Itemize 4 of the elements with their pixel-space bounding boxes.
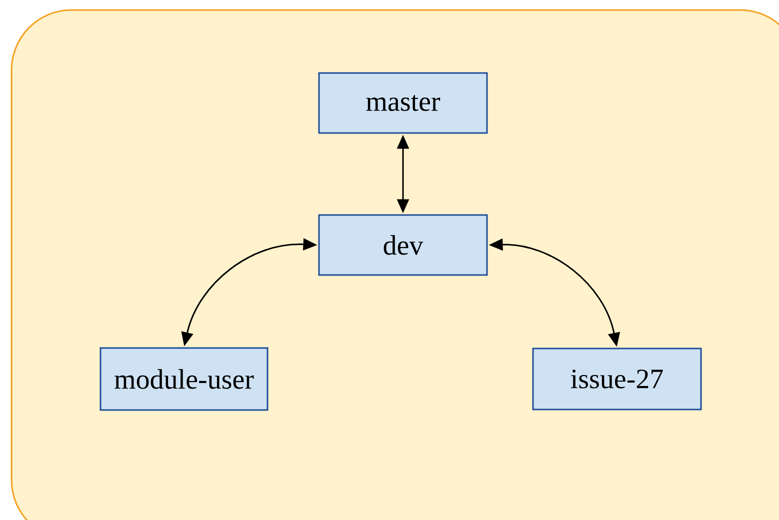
- branch-box: issue-27: [532, 348, 702, 410]
- branch-box: dev: [318, 214, 488, 276]
- branch-box: master: [318, 72, 488, 134]
- branch-box: module-user: [100, 347, 268, 411]
